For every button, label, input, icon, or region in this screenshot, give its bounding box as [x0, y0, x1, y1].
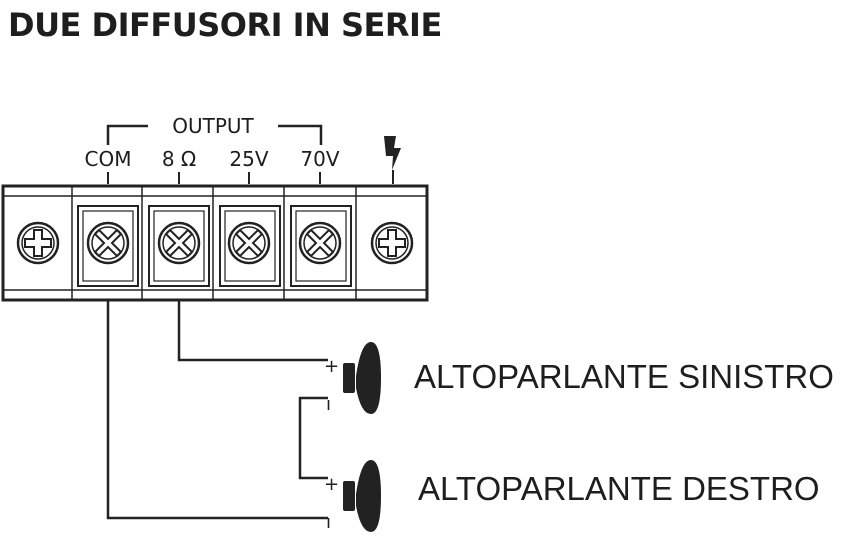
wire-com-to-right-minus	[106, 300, 328, 520]
speaker-left-icon: + ı	[324, 342, 381, 415]
terminal-ticks	[107, 172, 321, 184]
terminal-label-70v: 70V	[300, 147, 339, 171]
wire-8ohm-to-left-plus	[177, 300, 328, 362]
svg-text:+: +	[324, 474, 339, 495]
svg-text:ı: ı	[326, 512, 331, 533]
diagram-title: DUE DIFFUSORI IN SERIE	[8, 6, 442, 44]
wire-left-minus-to-right-plus	[298, 396, 328, 480]
speaker-left-label: ALTOPARLANTE SINISTRO	[414, 358, 834, 395]
terminal-screw-70v	[298, 221, 342, 265]
output-bracket	[106, 124, 323, 145]
svg-text:ı: ı	[326, 394, 331, 415]
terminal-block	[1, 184, 429, 302]
speaker-right-icon: + ı	[324, 460, 381, 533]
terminal-screw-com	[86, 221, 130, 265]
speaker-right-label: ALTOPARLANTE DESTRO	[418, 470, 820, 507]
terminal-screw-25v	[227, 221, 271, 265]
chassis-screw-left	[16, 221, 60, 265]
output-label: OUTPUT	[172, 114, 254, 138]
terminal-label-25v: 25V	[229, 147, 268, 171]
wires	[106, 300, 328, 520]
terminal-label-8ohm: 8 Ω	[162, 147, 196, 171]
terminal-label-com: COM	[85, 147, 132, 171]
lightning-bolt-icon	[384, 136, 401, 184]
svg-text:+: +	[324, 356, 339, 377]
chassis-screw-right	[370, 221, 414, 265]
terminal-screw-8ohm	[157, 221, 201, 265]
